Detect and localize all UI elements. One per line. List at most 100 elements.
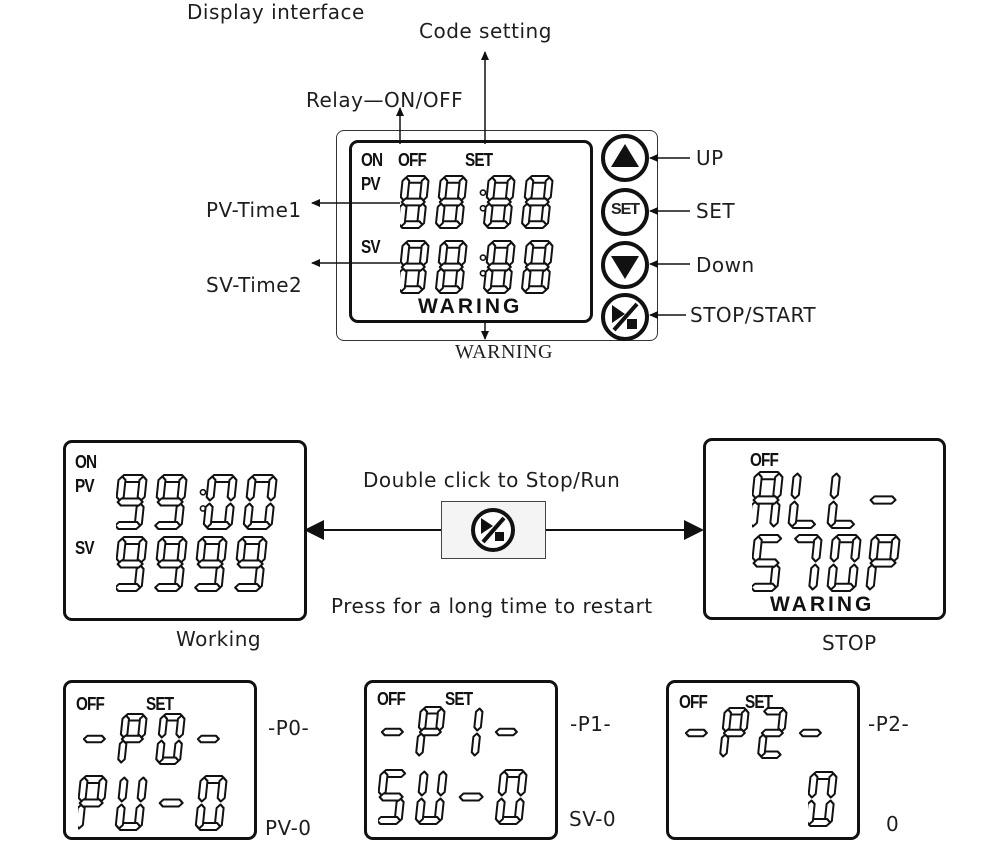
lcd-digit xyxy=(458,792,484,802)
lcd-segment xyxy=(494,727,518,737)
lcd-segment xyxy=(242,502,254,529)
lcd-segment xyxy=(808,563,820,591)
off-indicator: OFF xyxy=(750,450,779,470)
stop-start-button[interactable] xyxy=(600,292,650,342)
lcd-digit xyxy=(82,734,106,744)
lcd-segment xyxy=(136,537,148,564)
lcd-segment xyxy=(117,776,129,803)
working-pv-display xyxy=(116,474,278,530)
lcd-segment xyxy=(752,472,763,500)
lcd-segment xyxy=(869,495,897,505)
lcd-digit xyxy=(435,240,468,294)
set-indicator: SET xyxy=(445,689,473,709)
lcd-segment xyxy=(437,241,449,267)
lcd-segment xyxy=(524,262,550,272)
lcd-segment xyxy=(116,475,127,502)
lcd-segment xyxy=(114,803,126,830)
set-indicator: SET xyxy=(745,692,773,712)
p2-bottom-display xyxy=(808,771,838,827)
lcd-digit xyxy=(194,775,228,831)
stop-start-label: STOP/START xyxy=(690,303,817,327)
set-button[interactable]: SET xyxy=(600,187,650,237)
set-circle-icon xyxy=(601,188,649,236)
lcd-digit xyxy=(521,240,554,294)
lcd-segment xyxy=(415,732,426,757)
lcd-segment xyxy=(194,582,222,592)
lcd-digit xyxy=(380,727,404,737)
lcd-segment xyxy=(196,734,220,744)
lcd-segment xyxy=(769,500,781,528)
lcd-segment xyxy=(96,776,108,803)
lcd-segment xyxy=(808,799,816,826)
triangle-up-icon xyxy=(601,134,649,182)
lcd-segment xyxy=(400,241,411,267)
lcd-segment xyxy=(497,770,509,797)
lcd-segment xyxy=(136,776,148,803)
lcd-segment xyxy=(154,582,182,592)
lcd-segment xyxy=(194,803,206,830)
lcd-segment xyxy=(868,535,880,563)
down-button[interactable] xyxy=(600,240,650,290)
lcd-segment xyxy=(158,798,184,808)
controller-frame xyxy=(336,130,658,341)
zero-caption: 0 xyxy=(886,812,900,836)
lcd-segment xyxy=(505,176,516,202)
lcd-segment xyxy=(202,502,214,529)
lcd-segment xyxy=(205,475,217,502)
lcd-digit xyxy=(78,775,108,830)
stop-lcd: OFF WARING xyxy=(703,438,946,620)
lcd-digit xyxy=(242,474,278,530)
pv0-caption: PV-0 xyxy=(265,816,312,840)
lcd-segment xyxy=(826,772,838,799)
lcd-digit xyxy=(114,776,148,831)
lcd-digit xyxy=(826,534,862,592)
lcd-segment xyxy=(811,535,823,563)
lcd-segment xyxy=(116,520,142,530)
lcd-segment xyxy=(865,563,877,591)
code-setting-label: Code setting xyxy=(419,19,552,43)
lcd-segment xyxy=(523,176,535,202)
up-button[interactable] xyxy=(600,133,650,183)
pv-time1-label: PV-Time1 xyxy=(206,198,302,222)
lcd-segment xyxy=(752,558,780,568)
lcd-digit xyxy=(794,534,823,591)
long-press-label: Press for a long time to restart xyxy=(331,594,653,618)
lcd-segment xyxy=(436,770,448,797)
pv-indicator: PV xyxy=(75,476,95,496)
lcd-segment xyxy=(850,535,862,563)
off-indicator: OFF xyxy=(76,694,105,714)
lcd-segment xyxy=(195,537,207,564)
lcd-segment xyxy=(78,798,104,808)
sv-indicator: SV xyxy=(75,538,95,558)
lcd-segment xyxy=(889,535,901,563)
play-stop-icon xyxy=(601,293,649,341)
set-indicator: SET xyxy=(146,694,174,714)
p1-bottom-display xyxy=(378,769,528,825)
lcd-segment xyxy=(156,559,184,569)
pv-display xyxy=(400,175,554,229)
lcd-segment xyxy=(438,197,464,207)
lcd-digit xyxy=(826,472,856,529)
lcd-segment xyxy=(752,500,760,528)
lcd-segment xyxy=(418,727,442,737)
working-sv-display xyxy=(116,536,268,592)
lcd-segment xyxy=(516,770,528,797)
lcd-segment xyxy=(176,475,188,502)
lcd-digit xyxy=(684,728,708,738)
p2-top-display xyxy=(684,707,822,759)
warning-label: WARNING xyxy=(455,341,553,363)
lcd-segment xyxy=(486,262,512,272)
lcd-digit xyxy=(194,536,228,592)
lcd-segment xyxy=(808,772,819,799)
set-label: SET xyxy=(696,199,736,223)
lcd-digit xyxy=(435,175,468,229)
lcd-segment xyxy=(197,776,209,803)
lcd-segment xyxy=(235,537,247,564)
lcd-segment xyxy=(116,559,144,569)
stop-top-display xyxy=(752,471,897,529)
lcd-digit xyxy=(719,707,750,758)
p1-top-display xyxy=(380,706,518,757)
lcd-segment xyxy=(116,537,127,564)
lcd-digit xyxy=(494,769,528,825)
stop-run-button[interactable] xyxy=(441,501,546,559)
